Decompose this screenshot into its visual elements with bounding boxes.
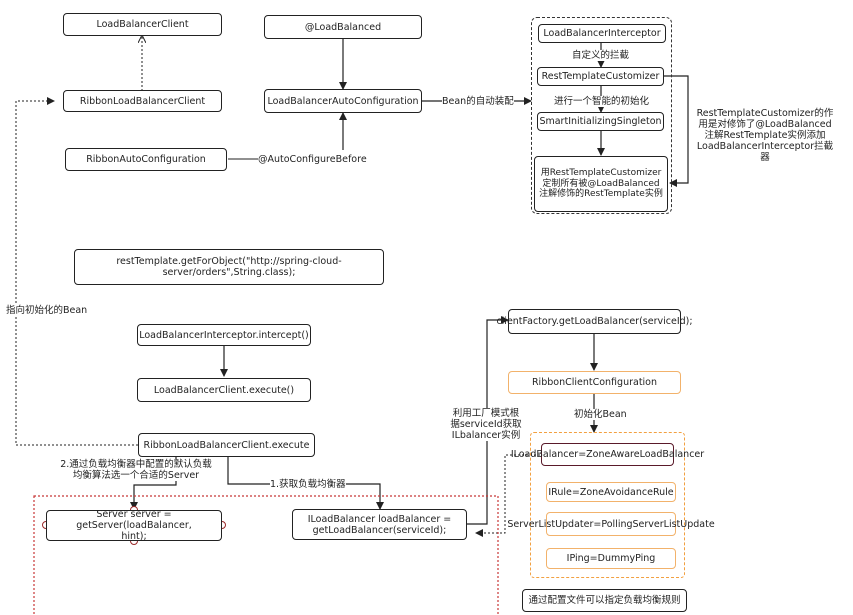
label-get-lb: 1.获取负载均衡器: [270, 479, 346, 490]
ribbon-config-group: [530, 432, 685, 578]
label-customizer-note: RestTemplateCustomizer的作用是对修饰了@LoadBalan…: [694, 108, 836, 163]
node-load-balancer-client[interactable]: LoadBalancerClient: [63, 13, 222, 36]
node-iping[interactable]: IPing=DummyPing: [546, 548, 676, 569]
edge-customizer-loop: [664, 75, 689, 187]
edge-points-to-bean: [15, 97, 138, 446]
node-client-factory[interactable]: clientFactory.getLoadBalancer(serviceId)…: [496, 309, 693, 334]
label-select-server: 2.通过负载均衡器中配置的默认负载均衡算法选一个合适的Server: [58, 459, 214, 481]
label-init-bean: 初始化Bean: [574, 409, 627, 420]
label-points-to-bean: 指向初始化的Bean: [6, 305, 88, 316]
node-interceptor-intercept[interactable]: LoadBalancerInterceptor.intercept(): [137, 324, 311, 346]
label-bean-auto-assembly: Bean的自动装配: [442, 96, 514, 107]
node-interceptor[interactable]: LoadBalancerInterceptor: [538, 24, 666, 43]
node-lb-auto-config[interactable]: LoadBalancerAutoConfiguration: [264, 89, 422, 113]
label-smart-init: 进行一个智能的初始化: [554, 96, 650, 107]
node-ribbon-auto-config[interactable]: RibbonAutoConfiguration: [65, 148, 227, 171]
node-smart-init-singleton[interactable]: SmartInitializingSingleton: [537, 112, 664, 131]
node-iloadbalancer-zone[interactable]: ILoadBalancer=ZoneAwareLoadBalancer: [511, 443, 704, 466]
node-get-server[interactable]: Server server = getServer(loadBalancer, …: [46, 509, 222, 542]
node-load-balanced-annotation[interactable]: @LoadBalanced: [264, 15, 422, 39]
node-client-execute[interactable]: LoadBalancerClient.execute(): [137, 378, 311, 402]
node-resttemplate-customizer[interactable]: RestTemplateCustomizer: [537, 67, 664, 86]
node-get-for-object[interactable]: restTemplate.getForObject("http://spring…: [74, 249, 384, 285]
red-dotted-region: [33, 495, 499, 615]
label-custom-interceptor: 自定义的拦截: [572, 50, 630, 61]
node-config-file-note[interactable]: 通过配置文件可以指定负载均衡规则: [522, 589, 687, 612]
node-irule[interactable]: IRule=ZoneAvoidanceRule: [546, 482, 676, 502]
node-get-load-balancer[interactable]: ILoadBalancer loadBalancer = getLoadBala…: [292, 509, 467, 540]
label-factory-note: 利用工厂模式根据serviceId获取ILbalancer实例: [449, 408, 523, 441]
edge-zone-to-getlb: [475, 454, 540, 537]
interceptor-group: [531, 17, 672, 214]
label-autoconfigure-before: @AutoConfigureBefore: [258, 154, 367, 165]
node-customizer-result[interactable]: 用RestTemplateCustomizer定制所有被@LoadBalance…: [534, 156, 668, 212]
node-ribbon-lb-client[interactable]: RibbonLoadBalancerClient: [63, 90, 222, 112]
node-ribbon-client-config[interactable]: RibbonClientConfiguration: [508, 371, 681, 394]
node-ribbon-execute[interactable]: RibbonLoadBalancerClient.execute: [138, 433, 315, 457]
node-server-list-updater[interactable]: ServerListUpdater=PollingServerListUpdat…: [507, 512, 715, 536]
